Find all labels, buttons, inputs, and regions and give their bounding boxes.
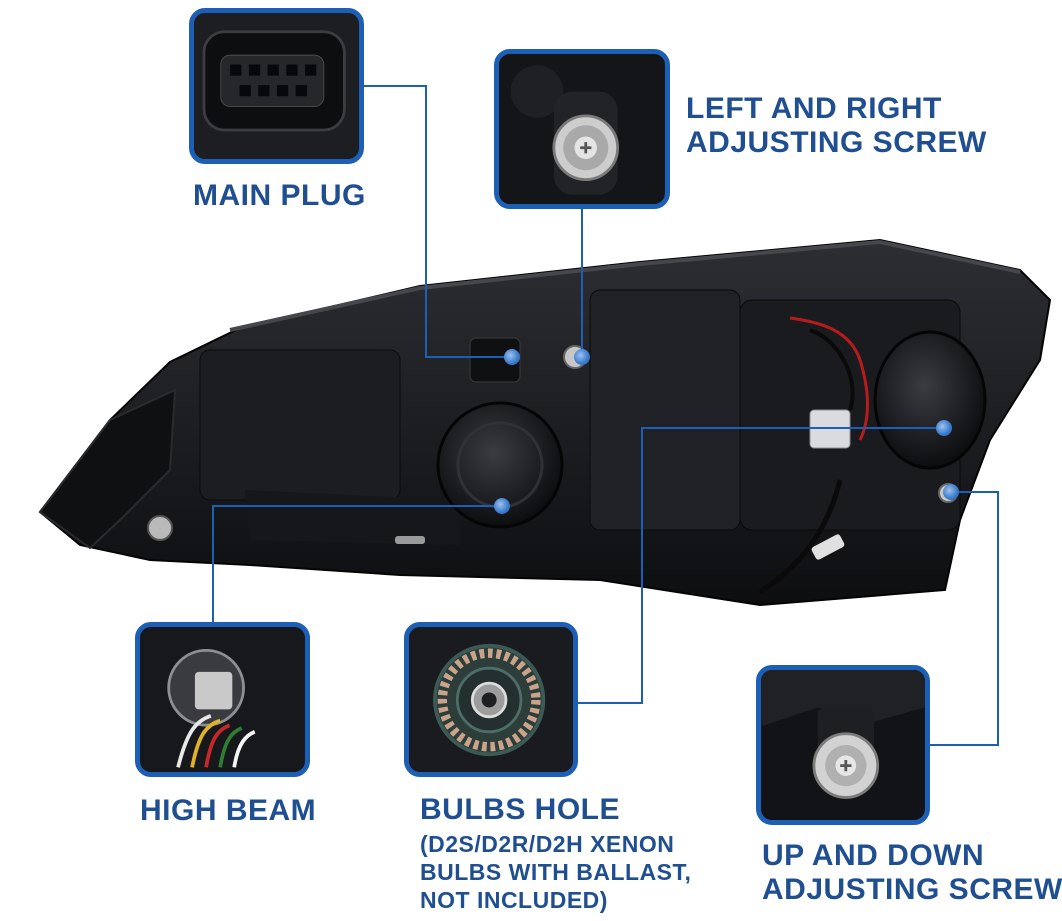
rear-panel-center [589, 289, 741, 531]
left-bracket [38, 388, 177, 550]
main-plug-hotspot [504, 349, 520, 365]
low-beam-cap [873, 330, 987, 470]
high-beam-label: HIGH BEAM [140, 794, 317, 827]
high-beam-hotspot [494, 498, 510, 514]
aim-rod [395, 536, 425, 544]
bulbs-hole-label: BULBS HOLE [420, 793, 620, 826]
ud-screw-label: UP AND DOWN ADJUSTING SCREW [762, 839, 1062, 907]
lr-screw-hotspot [574, 349, 590, 365]
main-plug-label: MAIN PLUG [193, 179, 366, 212]
ud-screw-photo [756, 665, 930, 825]
lr-screw-photo [494, 49, 670, 209]
left-mount-bolt [147, 515, 173, 541]
lr-screw-label-line2: ADJUSTING SCREW [686, 126, 987, 159]
ud-screw-label-line1: UP AND DOWN [762, 839, 985, 872]
lr-screw-label: LEFT AND RIGHT ADJUSTING SCREW [686, 92, 987, 160]
bulbs-note-line2: BULBS WITH BALLAST, [420, 859, 692, 885]
rear-panel-left [199, 349, 401, 501]
bulbs-hole-hotspot [936, 420, 952, 436]
ud-screw-hotspot [943, 484, 959, 500]
bulbs-note-line3: NOT INCLUDED) [420, 887, 608, 913]
ballast-plug [809, 409, 851, 449]
ud-screw-label-line2: ADJUSTING SCREW [762, 873, 1062, 906]
wire-black [809, 328, 855, 411]
bulbs-note-line1: (D2S/D2R/D2H XENON [420, 831, 675, 857]
high-beam-photo [135, 622, 310, 777]
top-rim [229, 239, 1021, 332]
bulbs-hole-note: (D2S/D2R/D2H XENON BULBS WITH BALLAST, N… [420, 830, 691, 914]
lr-screw-label-line1: LEFT AND RIGHT [686, 92, 942, 125]
main-plug-photo [189, 8, 364, 164]
wire-red [789, 316, 869, 441]
bulbs-hole-photo [404, 622, 578, 777]
